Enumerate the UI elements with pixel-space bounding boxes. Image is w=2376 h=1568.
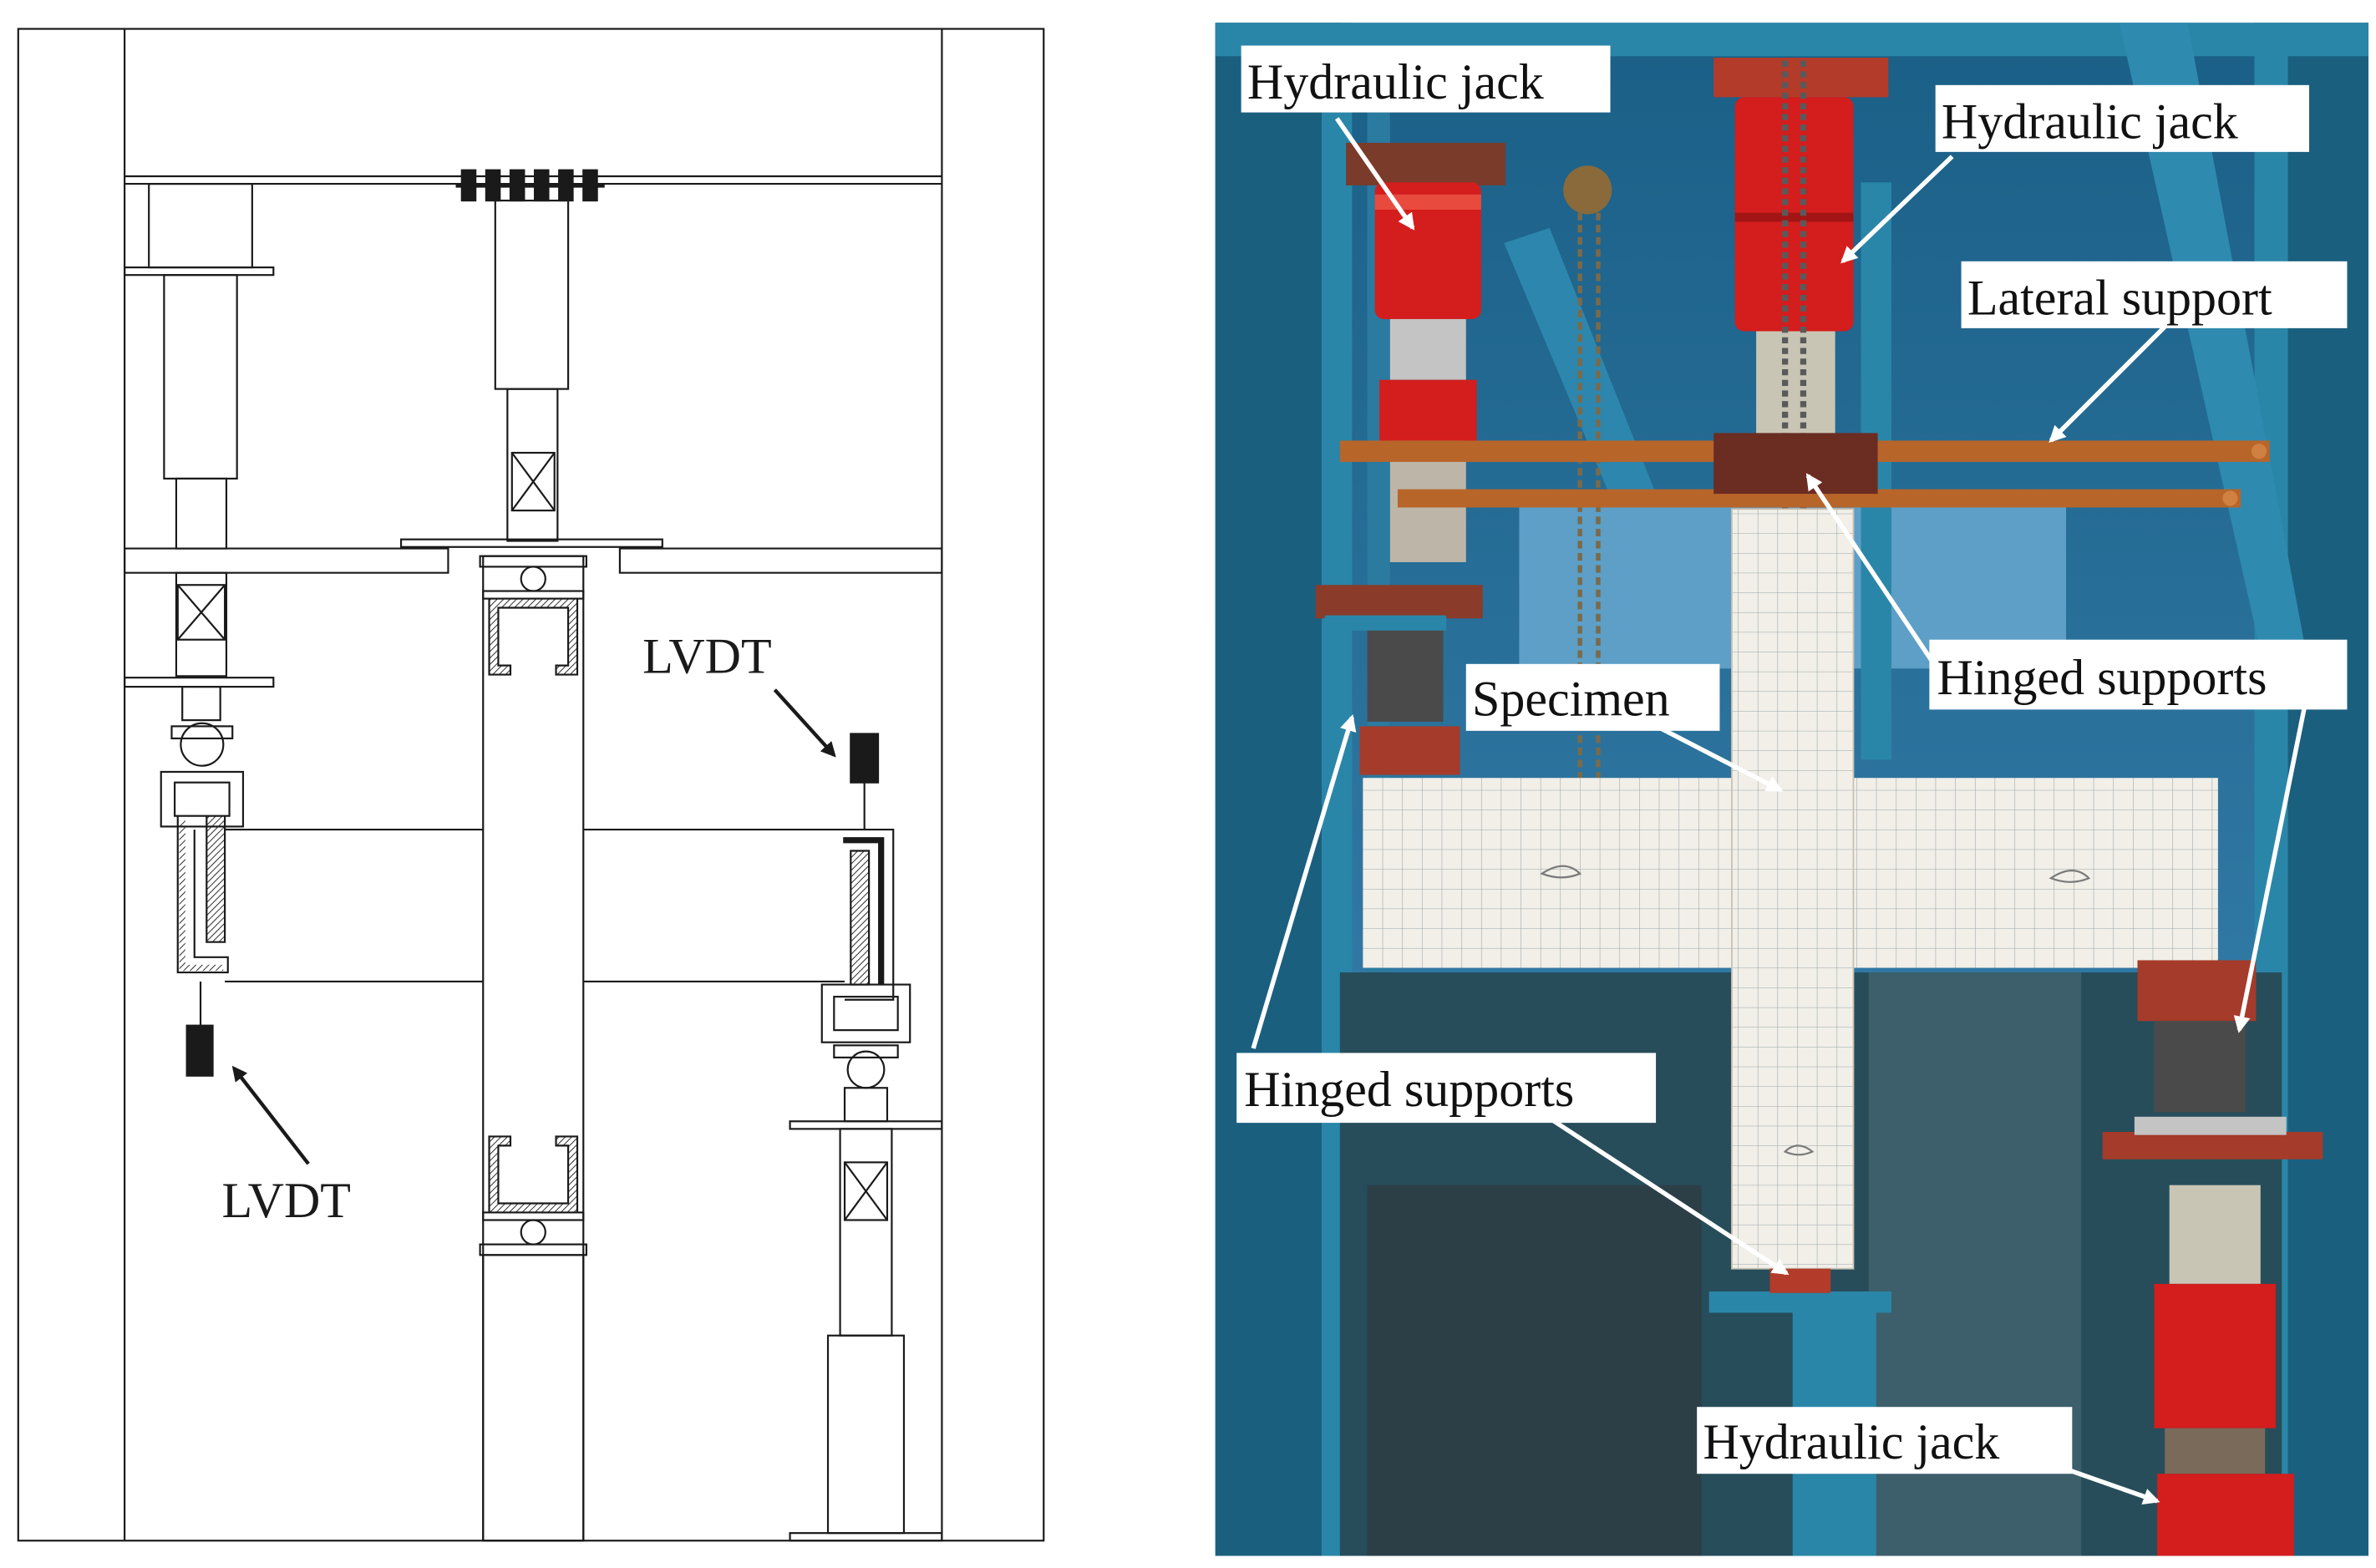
label-lateral-support: Lateral support [1967,270,2272,325]
lvdt-top-label: LVDT [642,629,771,684]
load-cell-top [510,451,556,512]
test-setup-photo [1215,23,2368,1556]
lvdt-bottom-sensor [185,1024,214,1077]
schematic-frame [17,28,1045,1542]
label-hinged-supports-right: Hinged supports [1937,650,2267,705]
lvdt-bottom-label: LVDT [221,1173,350,1228]
arrow-jack-top-right [1840,155,1954,264]
left-beam-end-clamp [176,815,229,1026]
arrow-hinged-support-top [1805,473,1942,675]
left-jack-schematic [124,182,275,550]
column-top-hinge [479,555,587,676]
center-jack-schematic [494,199,570,542]
middle-beam [124,538,943,574]
lateral-support-bars [1339,433,2270,508]
label-hydraulic-jack-bottom: Hydraulic jack [1703,1414,1999,1469]
arrow-lateral-support [2049,325,2167,444]
arrow-jack-bottom [2069,1469,2160,1505]
arrow-hinged-support-left-bottom [1548,1116,1790,1276]
arrow-hinged-support-right [2233,706,2307,1033]
arrow-hinged-support-left-top [1251,713,1357,1049]
lvdt-top-sensor [850,733,880,784]
hydraulic-jack-bottom-right [2102,960,2323,1556]
specimen-beam [225,828,845,983]
label-hydraulic-jack-top-right: Hydraulic jack [1942,94,2238,150]
lvdt-top-arrow [773,688,836,758]
test-setup-schematic [17,28,1045,1542]
arrow-jack-top-left [1334,117,1415,231]
label-specimen: Specimen [1472,672,1670,727]
photo-labels: Hydraulic jack Hydraulic jack Lateral su… [1236,45,2348,1474]
bolt-row [455,169,605,202]
label-hinged-supports-left: Hinged supports [1244,1062,1574,1117]
left-hinge-assembly [124,571,275,828]
right-beam-end-clamp [789,782,943,1542]
photo-annotation-arrows [1251,117,2307,1505]
lvdt-bottom-arrow [231,1065,310,1165]
label-hydraulic-jack-top-left: Hydraulic jack [1247,54,1544,109]
column-bottom-hinge [479,1135,587,1256]
specimen-cruciform [1363,508,2218,1293]
